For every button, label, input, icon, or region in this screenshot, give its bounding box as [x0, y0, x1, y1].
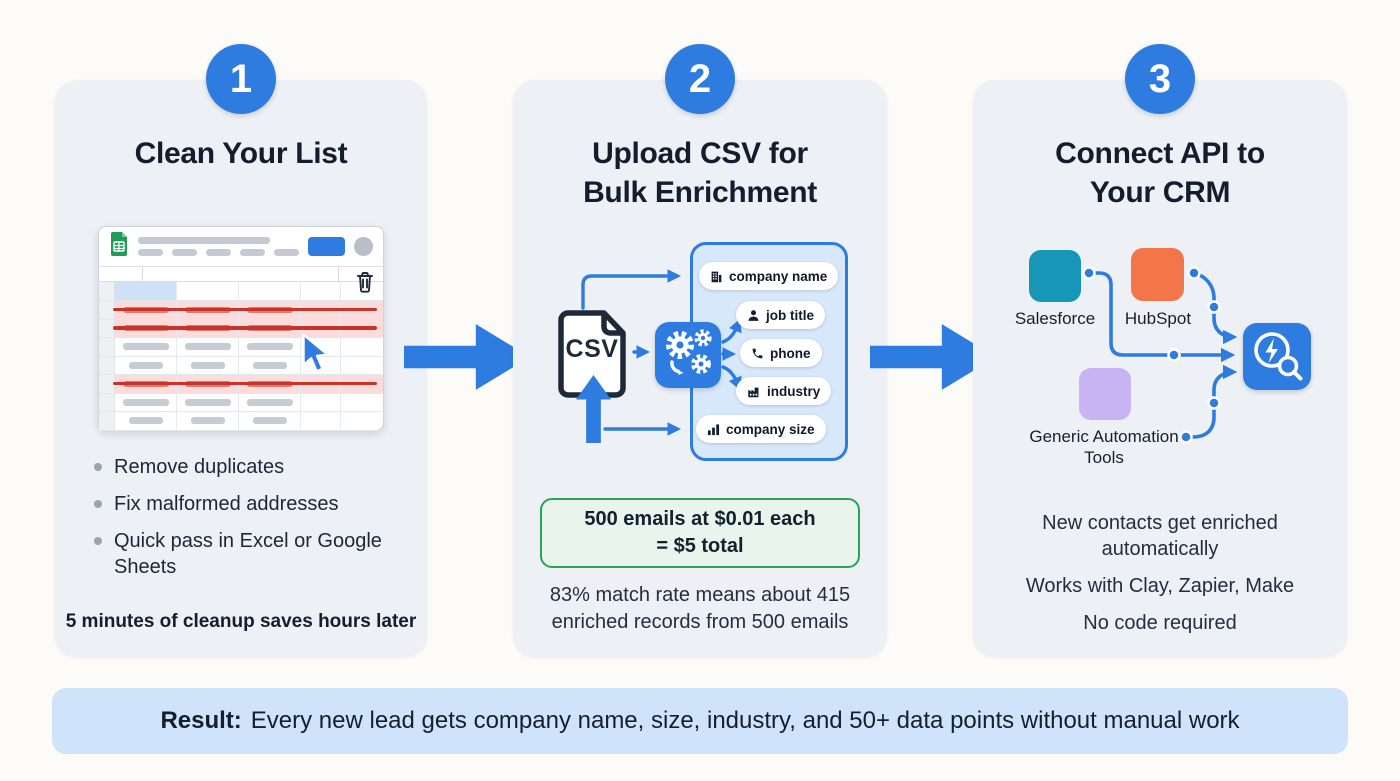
- price-callout: 500 emails at $0.01 each = $5 total: [540, 498, 860, 568]
- cleanup-checklist: Remove duplicates Fix malformed addresse…: [90, 454, 402, 591]
- generic-automation-tile: [1079, 368, 1131, 420]
- integration-notes: New contacts get enriched automatically …: [985, 510, 1335, 647]
- phone-icon: [751, 347, 764, 360]
- bar-chart-icon: [707, 423, 720, 436]
- toolbar-menu-bars: [138, 237, 299, 256]
- cleanup-footnote: 5 minutes of cleanup saves hours later: [65, 611, 417, 632]
- field-chip-industry: industry: [736, 377, 832, 405]
- factory-icon: [747, 385, 761, 398]
- match-rate-caption: 83% match rate means about 415 enriched …: [549, 584, 851, 633]
- field-chip-company-size: company size: [696, 415, 826, 443]
- step-card-upload-csv: 2 Upload CSV for Bulk Enrichment: [513, 44, 887, 657]
- user-icon: [747, 309, 760, 322]
- bullet-item: Fix malformed addresses: [90, 491, 402, 517]
- cursor-icon: [299, 332, 333, 381]
- field-chip-phone: phone: [740, 339, 822, 367]
- trash-icon: [355, 271, 375, 298]
- note-item: Works with Clay, Zapier, Make: [1025, 575, 1295, 597]
- price-line-2: = $5 total: [656, 535, 744, 557]
- duplicate-row: [99, 301, 383, 320]
- step-card-connect-api: 3 Connect API to Your CRM: [973, 44, 1347, 657]
- csv-enrichment-diagram: CSV: [513, 240, 887, 465]
- duplicate-row: [99, 375, 383, 394]
- gears-icon: [655, 322, 721, 388]
- step-number-badge: 2: [665, 44, 735, 114]
- enrichment-api-icon: [1243, 323, 1311, 390]
- step-card-clean-list: 1 Clean Your List: [55, 44, 427, 657]
- result-text: Every new lead gets company name, size, …: [250, 707, 1240, 734]
- result-label: Result:: [160, 707, 242, 734]
- share-button-placeholder: [308, 237, 346, 256]
- data-row: [99, 338, 383, 357]
- hubspot-tile: [1131, 248, 1184, 301]
- field-chip-label: company size: [726, 421, 815, 437]
- data-row: [99, 412, 383, 431]
- sheets-icon: [109, 231, 129, 262]
- spreadsheet-illustration: [98, 226, 384, 431]
- avatar: [354, 237, 373, 256]
- hubspot-label: HubSpot: [1124, 309, 1192, 328]
- result-banner: Result: Every new lead gets company name…: [52, 688, 1348, 754]
- salesforce-label: Salesforce: [1014, 309, 1096, 328]
- csv-file-icon: [553, 308, 631, 402]
- step-number-badge: 1: [206, 44, 276, 114]
- field-chip-label: company name: [729, 268, 828, 284]
- bullet-item: Quick pass in Excel or Google Sheets: [90, 528, 402, 580]
- generic-automation-label: Generic Automation Tools: [1029, 427, 1179, 467]
- data-row: [99, 356, 383, 375]
- duplicate-row: [99, 319, 383, 338]
- field-chip-company-name: company name: [699, 262, 839, 290]
- step-title: Connect API to Your CRM: [1055, 137, 1265, 209]
- integration-connectors: [1082, 266, 1238, 444]
- price-line-1: 500 emails at $0.01 each: [584, 508, 816, 530]
- step-title: Clean Your List: [134, 137, 348, 170]
- bullet-item: Remove duplicates: [90, 454, 402, 480]
- note-item: New contacts get enriched automatically: [1042, 512, 1278, 560]
- spreadsheet-toolbar: [99, 227, 383, 267]
- field-chip-label: job title: [766, 307, 814, 323]
- step-title: Upload CSV for Bulk Enrichment: [583, 137, 817, 209]
- crm-integration-diagram: Salesforce HubSpot Generic Automation To…: [973, 240, 1347, 475]
- formula-bar: [99, 267, 383, 282]
- csv-label: CSV: [565, 335, 619, 363]
- step-number-badge: 3: [1125, 44, 1195, 114]
- data-row: [99, 393, 383, 412]
- field-chip-label: industry: [767, 383, 821, 399]
- note-item: No code required: [1083, 612, 1237, 634]
- field-chip-label: phone: [770, 345, 811, 361]
- sheet-header-row: [99, 282, 383, 301]
- field-chip-job-title: job title: [736, 301, 825, 329]
- salesforce-tile: [1029, 250, 1081, 302]
- building-icon: [710, 270, 723, 283]
